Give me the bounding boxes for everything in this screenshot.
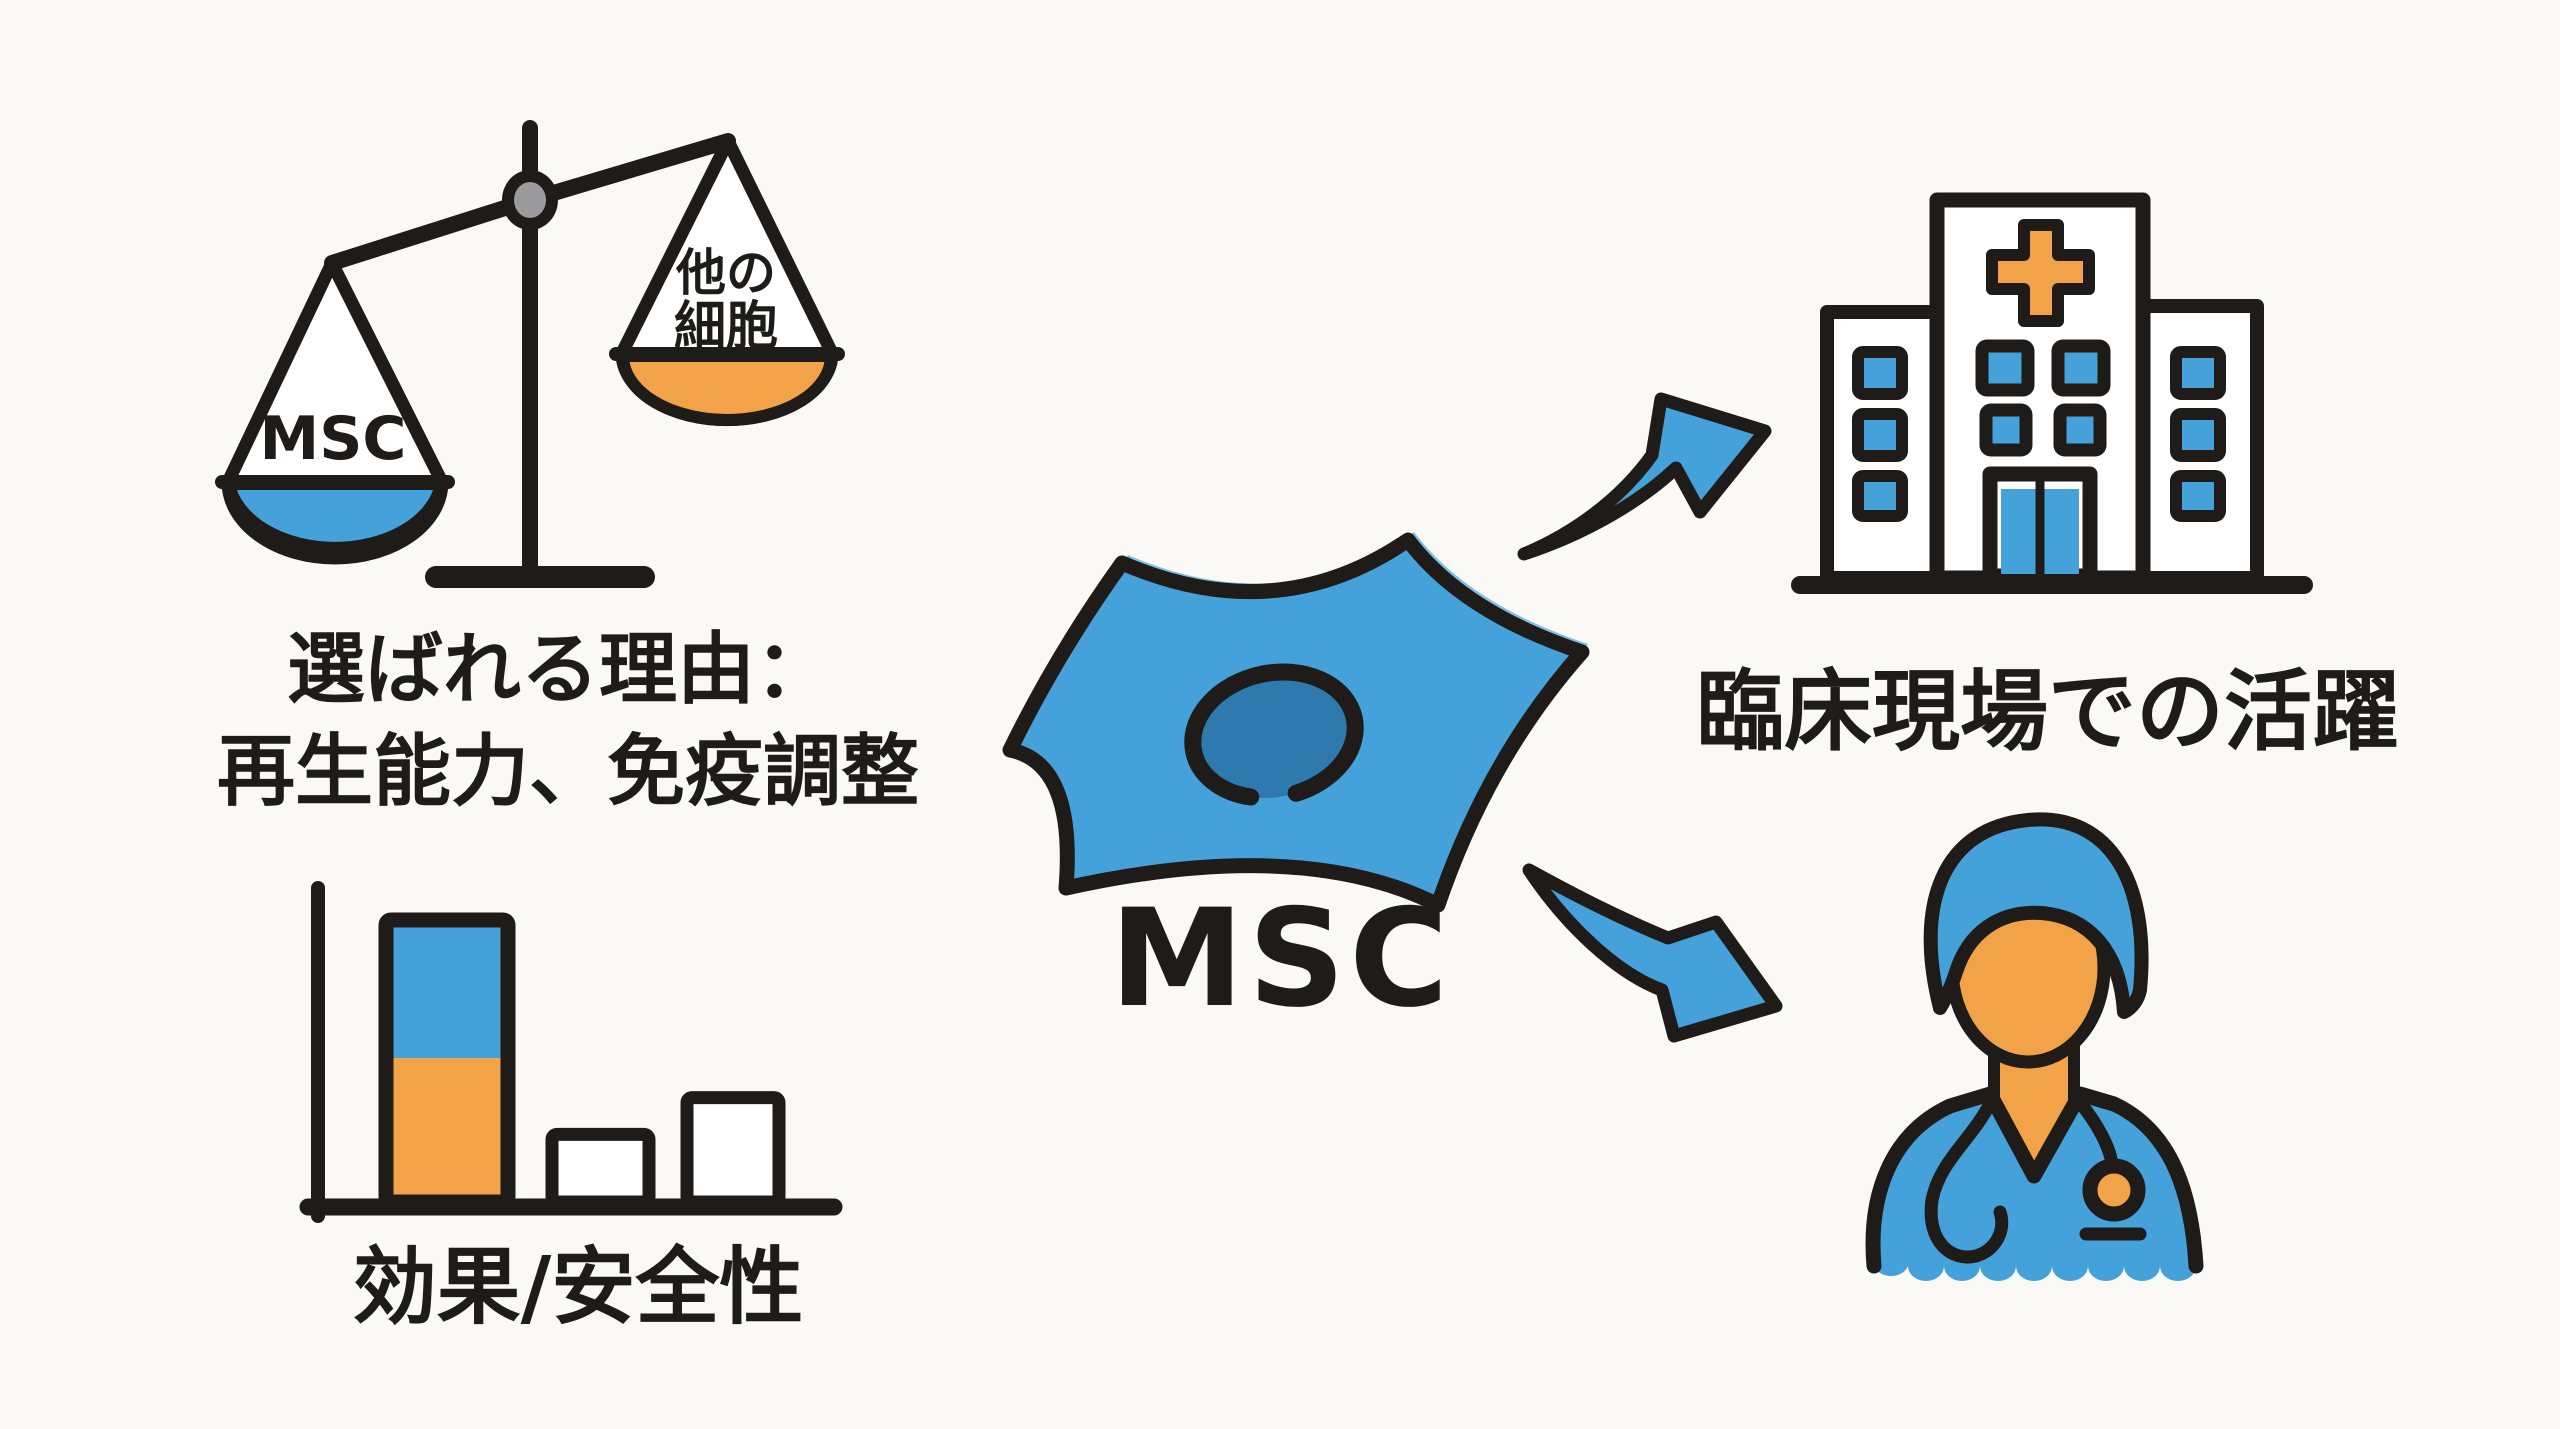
cell-nucleus — [1184, 663, 1364, 807]
hospital-window — [1852, 408, 1908, 462]
bar-chart-caption: 効果/安全性 — [353, 1238, 804, 1336]
nurse-torso-outline — [1865, 1086, 2204, 1274]
nurse-icon — [1865, 812, 2204, 1281]
reasons-caption-line2: 再生能力、免疫調整 — [217, 727, 919, 817]
hospital-window — [1979, 403, 2033, 457]
cell-label: MSC — [1110, 880, 1453, 1037]
curved-arrow-up-icon — [1517, 392, 1772, 561]
chart-bar — [545, 1127, 656, 1209]
curved-arrow-down-icon — [1522, 863, 1783, 1043]
scale-pivot-icon — [514, 182, 546, 218]
hospital-icon — [1791, 192, 2313, 594]
hospital-window — [1852, 470, 1908, 522]
left-pan-label: MSC — [260, 404, 407, 474]
hospital-window — [2170, 470, 2226, 522]
chart-bar-segment — [386, 1058, 508, 1202]
balance-scale-icon: MSC 他の 細胞 — [215, 120, 845, 588]
scale-left-pan: MSC — [215, 256, 455, 565]
hospital-window — [2170, 408, 2226, 462]
scale-right-pan: 他の 細胞 — [609, 134, 845, 427]
chart-bar-segment — [386, 920, 508, 1059]
hospital-door-panel — [2043, 489, 2079, 574]
nurse-hair — [1923, 812, 2149, 1019]
chart-bar — [680, 1091, 786, 1209]
right-pan-label-line2: 細胞 — [674, 297, 778, 357]
reasons-caption-line1: 選ばれる理由： — [287, 625, 833, 715]
right-pan-fill — [617, 350, 837, 426]
medical-cross-icon — [1986, 219, 2095, 327]
hospital-window — [2170, 346, 2226, 400]
hospital-window — [2051, 339, 2111, 397]
right-pan-label-line1: 他の — [675, 244, 776, 302]
clinical-caption: 臨床現場での活躍 — [1696, 660, 2400, 763]
left-pan-fill — [223, 478, 447, 554]
bar-chart-icon: 効果/安全性 — [299, 881, 843, 1336]
hospital-window — [1852, 346, 1908, 400]
hospital-door-panel — [2001, 489, 2037, 574]
chart-bars — [378, 912, 786, 1210]
hospital-window — [2053, 403, 2107, 457]
hospital-window — [1975, 339, 2035, 397]
stethoscope-chestpiece — [2082, 1158, 2146, 1222]
stethoscope-icon — [1924, 1093, 2009, 1264]
msc-cell-icon: MSC — [1002, 532, 1590, 1037]
